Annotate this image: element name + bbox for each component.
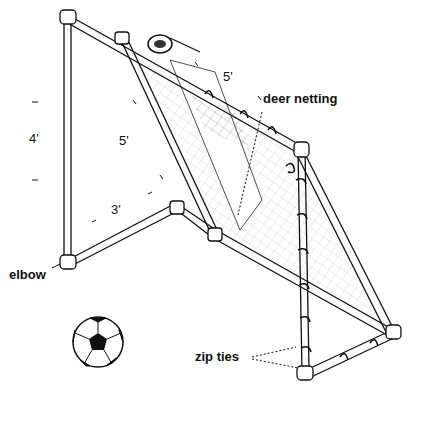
- netting: [125, 42, 385, 328]
- dimension: 5': [222, 70, 234, 84]
- dimension: 3': [110, 203, 122, 217]
- dimension: 5': [118, 134, 130, 148]
- pvc-frame: [64, 15, 398, 378]
- netting-fold: [170, 60, 262, 230]
- leader-line: [52, 112, 298, 368]
- soccer-ball: [73, 317, 123, 367]
- dimension-tick: [32, 62, 261, 222]
- net-roll: [148, 35, 200, 53]
- part-name: zip ties: [194, 350, 240, 364]
- part-name: deer netting: [262, 92, 338, 106]
- part-name: elbow: [8, 268, 47, 282]
- dimension: 4': [28, 132, 40, 146]
- netting-mesh: [190, 95, 250, 150]
- zip-tie: [205, 91, 378, 360]
- pipe-fitting: [60, 10, 401, 380]
